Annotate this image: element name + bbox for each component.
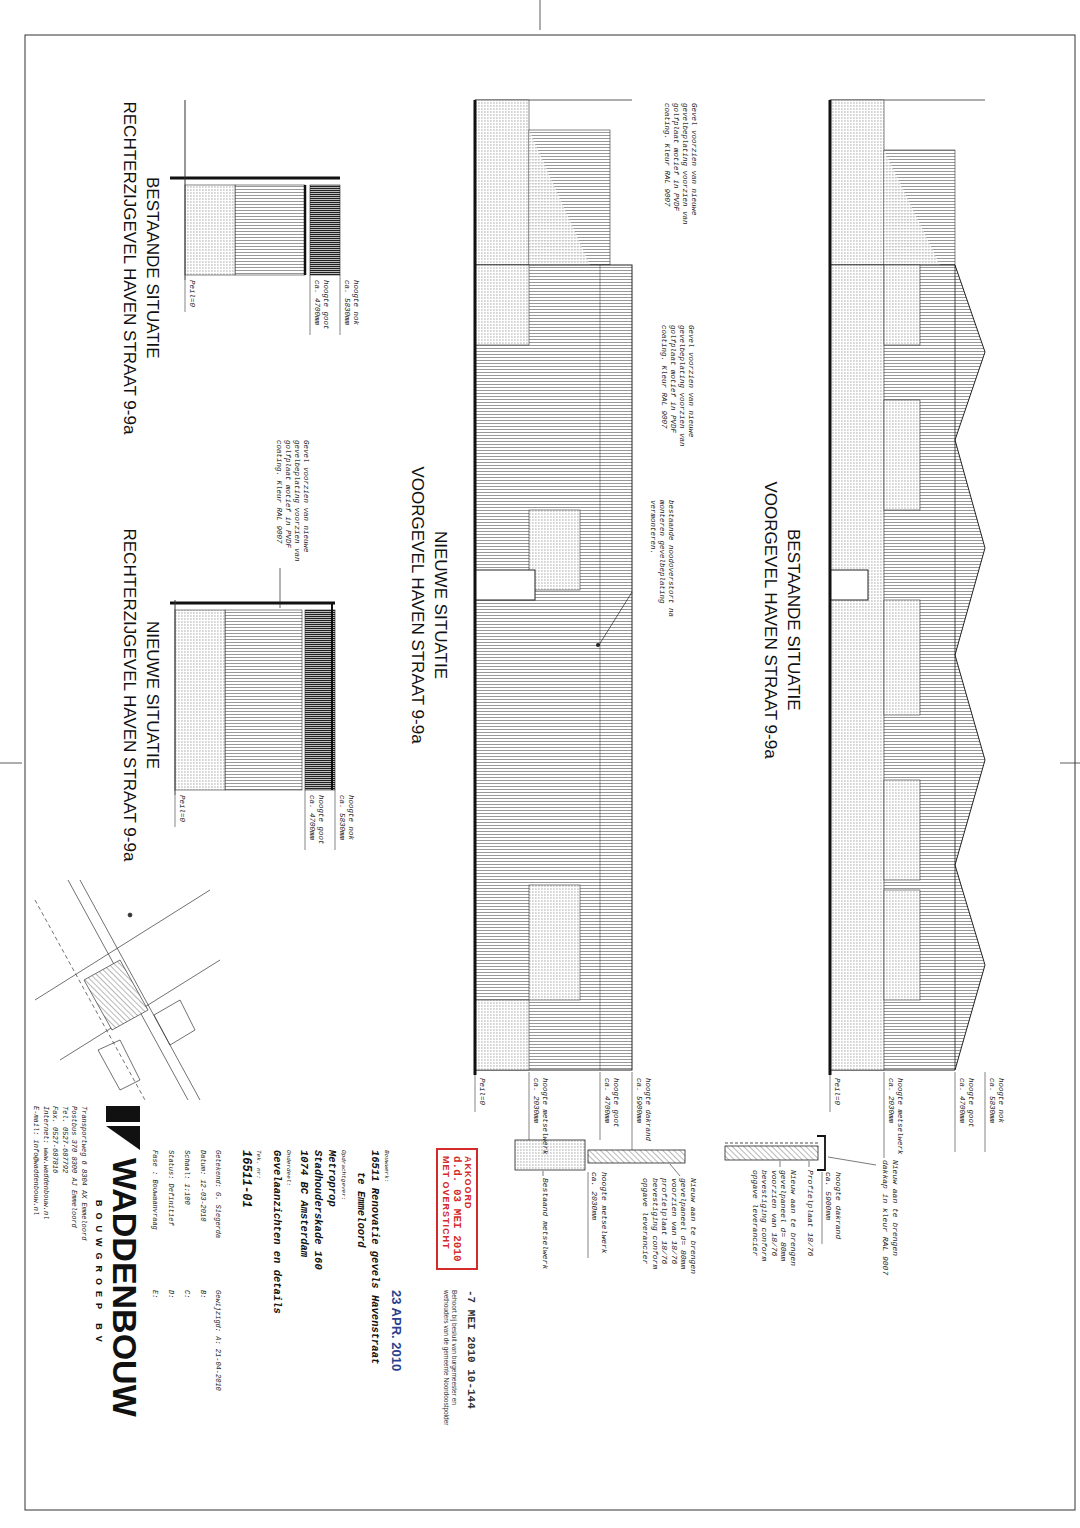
view-title: BESTAANDE SITUATIE (142, 177, 162, 359)
dimension-label: hoogte nok ca. 5830mm (342, 280, 360, 334)
view-title: VOORGEVEL HAVEN STRAAT 9-9a (407, 467, 427, 744)
dimension-label: hoogte goot ca. 4700mm (957, 1078, 975, 1132)
level-label: Peil=0 (832, 1078, 841, 1105)
address-line: Internet: www.waddenbouw.nl (42, 1106, 50, 1219)
view-title: VOORGEVEL HAVEN STRAAT 9-9a (760, 482, 780, 759)
field-value: B: (199, 1290, 207, 1298)
address-line: Postbus 370 8300 AJ Emmeloord (70, 1106, 78, 1228)
field-value: D: (167, 1290, 175, 1298)
dimension-label: hoogte metselwerk ca. 2030mm (886, 1078, 904, 1159)
dimension-label: hoogte metselwerk ca. 2030mm (531, 1078, 549, 1159)
field-value: C: (183, 1290, 191, 1298)
dimension-label: hoogte goot ca. 4700mm (602, 1078, 620, 1132)
dimension-label: hoogte dakrand ca. 5900mm (634, 1078, 652, 1146)
note-text: bestaande noodoverstort na monteren geve… (648, 500, 675, 626)
field-caption: Tek. nr: (255, 1150, 262, 1179)
field-caption: Onderdeel: (285, 1150, 292, 1186)
new-front-elevation (475, 100, 632, 1158)
view-title: BESTAANDE SITUATIE (783, 529, 803, 711)
field-value: E: (151, 1290, 159, 1298)
field-value: Fase : Bouwaanvraag (151, 1150, 159, 1230)
level-label: Peil=0 (187, 280, 196, 307)
address-line: Transportweg 6 8304 AX Emmeloord (80, 1106, 88, 1240)
detail-note: Nieuw aan te brengen gevelpaneel d= 80mm… (750, 1170, 798, 1273)
company-name: WADDENBOUW (108, 1158, 142, 1417)
view-title: NIEUWE SITUATIE (142, 621, 162, 769)
view-title: RECHTERZIJGEVEL HAVEN STRAAT 9-9a (119, 102, 139, 435)
dimension-label: hoogte metselwerk ca. 2030mm (590, 1172, 609, 1258)
roof-edge-detail (725, 1136, 876, 1244)
approval-stamp: AKKOORDd.d. 03 MEI 2010MET OVERSTICHT (436, 1148, 478, 1270)
field-value: Gewijzigd: A: 21-04-2010 (214, 1290, 222, 1391)
stamp-text: Behoort bij besluit van burgemeester en … (442, 1290, 458, 1430)
new-side-elevation (170, 568, 335, 850)
field-value: Gevelaanzichten en details (270, 1150, 283, 1314)
date-stamp: 23 APR. 2010 (388, 1290, 404, 1371)
field-value: 1074 BC Amsterdam (297, 1150, 310, 1257)
level-label: Peil=0 (477, 1078, 486, 1105)
stamp-text: MET OVERSTICHT (441, 1156, 451, 1262)
detail-note: Nieuw aan te brengen dakkap in kleur RAL… (881, 1160, 900, 1285)
note-text: Gevel voorzien van nieuwe gevelbeplating… (662, 103, 698, 229)
field-value: Metroprop (325, 1150, 338, 1207)
level-label: Peil=0 (177, 795, 186, 822)
field-value: 16511 Renovatie gevels Havenstraat (368, 1150, 381, 1364)
detail-note: Bestaand metselwerk (540, 1178, 550, 1269)
detail-note: Nieuw aan te brengen gevelpaneel d= 80mm… (640, 1178, 698, 1281)
address-line: E-mail: info@waddenbouw.nl (32, 1106, 40, 1215)
company-subtitle: BOUWGROEP BV (93, 1200, 104, 1348)
site-map (35, 880, 220, 1100)
address-line: Tel. 0527-687792 (61, 1106, 69, 1173)
field-value: Getekend: G. Siegerda (214, 1150, 222, 1238)
note-text: Gevel voorzien van nieuwe gevelbeplating… (659, 325, 695, 451)
field-value: te Emmeloord (354, 1172, 367, 1248)
field-value: Datum: 12-03-2010 (199, 1150, 207, 1221)
dimension-label: hoogte goot ca. 4700mm (307, 795, 325, 849)
date-stamp: -7 MEI 2010 10-144 (464, 1290, 477, 1409)
drawing-number: 16511-01 (239, 1150, 253, 1208)
existing-front-elevation (830, 100, 985, 1158)
dimension-label: hoogte nok ca. 5830mm (337, 795, 355, 849)
dimension-label: hoogte dakrand ca. 5900mm (824, 1172, 843, 1244)
view-title: RECHTERZIJGEVEL HAVEN STRAAT 9-9a (119, 529, 139, 862)
dimension-label: hoogte goot ca. 4700mm (312, 280, 330, 334)
field-value: Schaal: 1:100 (183, 1150, 191, 1205)
existing-side-elevation (170, 100, 340, 335)
stamp-text: AKKOORD (463, 1156, 473, 1262)
field-value: Status: Definitief (167, 1150, 175, 1226)
view-title: NIEUWE SITUATIE (430, 531, 450, 679)
detail-note: Profielplaat 18/76 (805, 1170, 815, 1256)
field-caption: Opdrachtgever: (340, 1150, 347, 1200)
dimension-label: hoogte nok ca. 5830mm (987, 1078, 1005, 1132)
note-text: Gevel voorzien van nieuwe gevelbeplating… (274, 440, 310, 566)
field-caption: Bouwwerk: (383, 1150, 390, 1182)
field-value: Stadhouderskade 160 (311, 1150, 324, 1270)
sheet-frame (25, 35, 1075, 1510)
stamp-text: d.d. 03 MEI 2010 (451, 1156, 463, 1262)
company-logo-mark (106, 1106, 140, 1150)
address-line: Fax. 0527-687816 (51, 1106, 59, 1173)
